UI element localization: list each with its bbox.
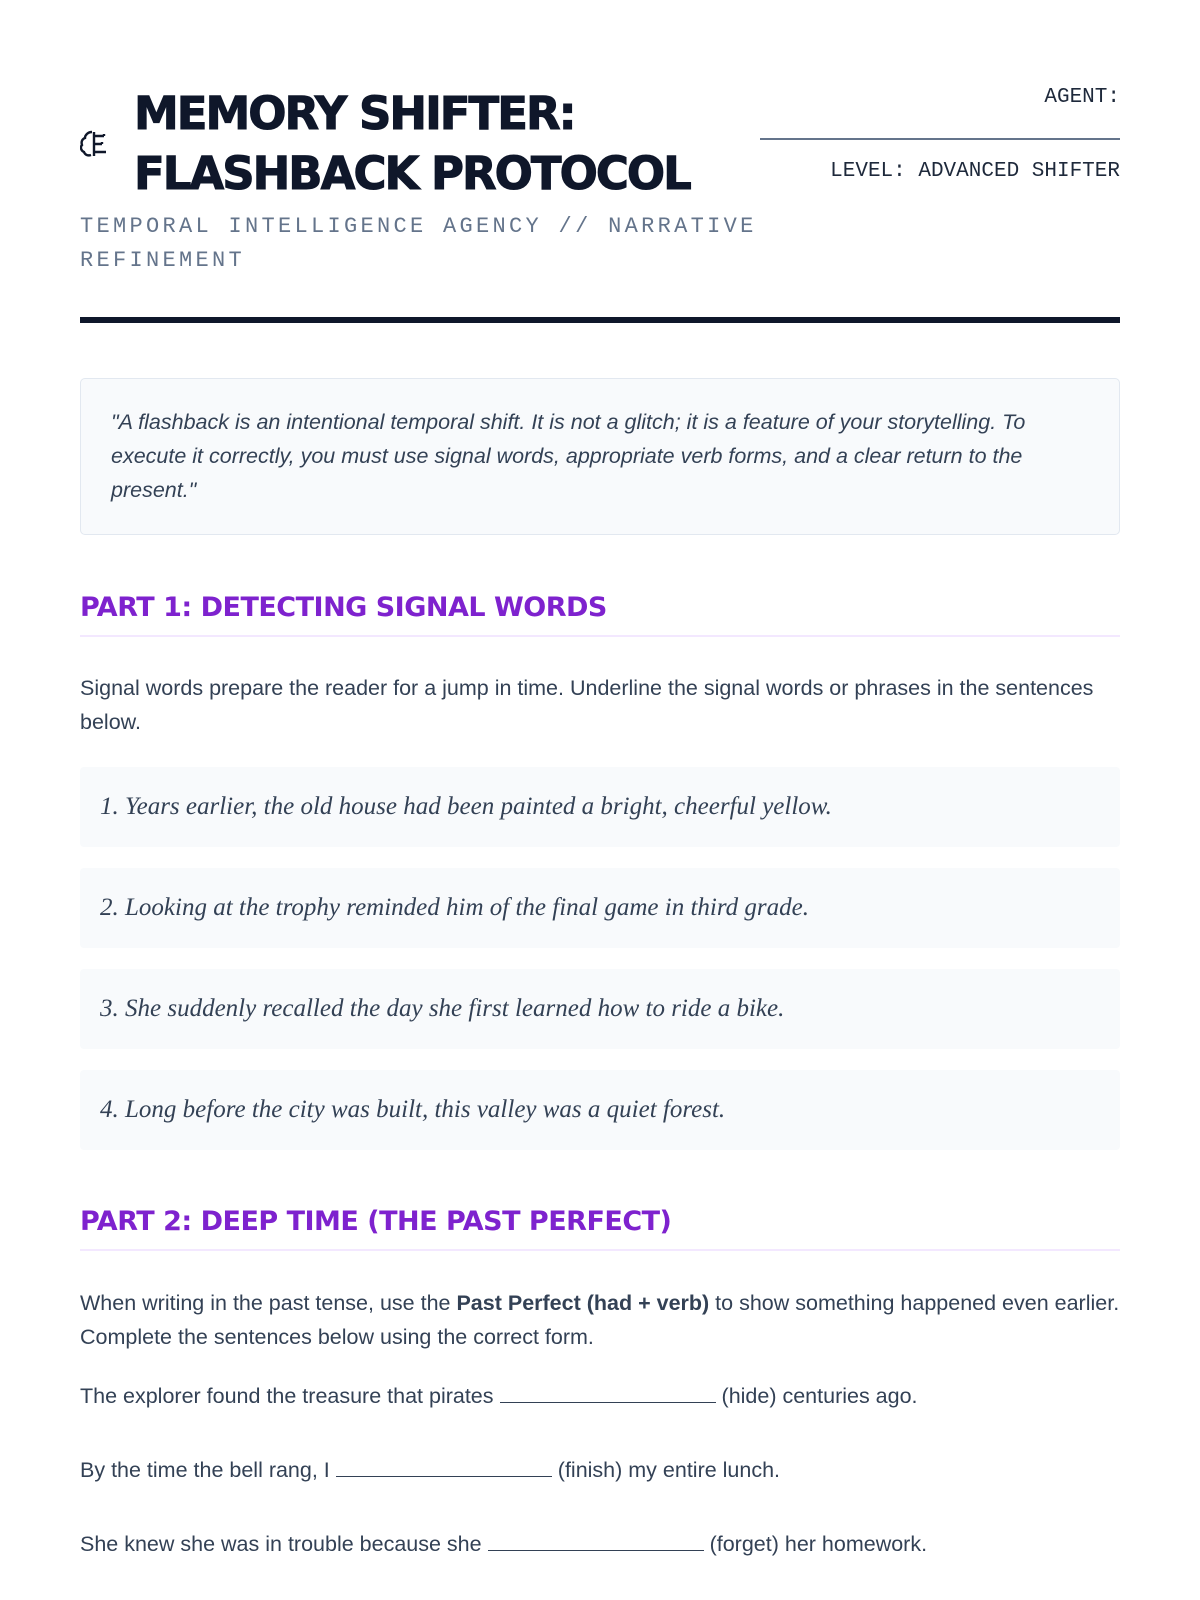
sentence-text: (finish) my entire lunch.	[557, 1458, 781, 1482]
brain-icon	[79, 128, 110, 167]
agent-name-field[interactable]	[760, 130, 1120, 140]
fill-sentence: By the time the bell rang, I (finish) my …	[80, 1458, 780, 1483]
agent-meta: AGENT: LEVEL: ADVANCED SHIFTER	[760, 84, 1120, 186]
intro-text: When writing in the past tense, use the	[80, 1291, 457, 1315]
title-line-2: FLASHBACK PROTOCOL	[134, 147, 693, 201]
page-title: MEMORY SHIFTER: FLASHBACK PROTOCOL	[134, 84, 693, 204]
answer-blank[interactable]	[335, 1459, 552, 1477]
part2-intro: When writing in the past tense, use the …	[80, 1286, 1120, 1354]
fill-sentence: She knew she was in trouble because she (…	[80, 1532, 927, 1557]
part1-heading: PART 1: DETECTING SIGNAL WORDS	[80, 592, 1120, 637]
fill-sentence: The explorer found the treasure that pir…	[80, 1384, 918, 1409]
list-item: 3. She suddenly recalled the day she fir…	[80, 969, 1120, 1049]
answer-blank[interactable]	[499, 1385, 716, 1403]
intro-quote: "A flashback is an intentional temporal …	[80, 378, 1120, 535]
list-item: 1. Years earlier, the old house had been…	[80, 767, 1120, 847]
level-label: LEVEL: ADVANCED SHIFTER	[830, 160, 1120, 183]
list-item: 2. Looking at the trophy reminded him of…	[80, 868, 1120, 948]
title-line-1: MEMORY SHIFTER:	[134, 87, 578, 141]
agent-label: AGENT:	[1044, 86, 1120, 109]
part2-heading: PART 2: DEEP TIME (THE PAST PERFECT)	[80, 1206, 1120, 1251]
header: MEMORY SHIFTER: FLASHBACK PROTOCOL TEMPO…	[79, 84, 1120, 324]
answer-blank[interactable]	[487, 1533, 704, 1551]
sentence-text: By the time the bell rang, I	[80, 1458, 330, 1482]
list-item: 4. Long before the city was built, this …	[80, 1070, 1120, 1150]
header-divider	[80, 317, 1120, 323]
sentence-text: She knew she was in trouble because she	[80, 1532, 482, 1556]
intro-bold: Past Perfect (had + verb)	[456, 1291, 710, 1315]
sentence-text: The explorer found the treasure that pir…	[80, 1384, 494, 1408]
subtitle: TEMPORAL INTELLIGENCE AGENCY // NARRATIV…	[80, 214, 757, 273]
part1-intro: Signal words prepare the reader for a ju…	[80, 676, 1094, 734]
intro-text: to show something happened even earlier.…	[80, 1291, 1120, 1349]
sentence-text: (hide) centuries ago.	[721, 1384, 918, 1408]
sentence-text: (forget) her homework.	[709, 1532, 928, 1556]
